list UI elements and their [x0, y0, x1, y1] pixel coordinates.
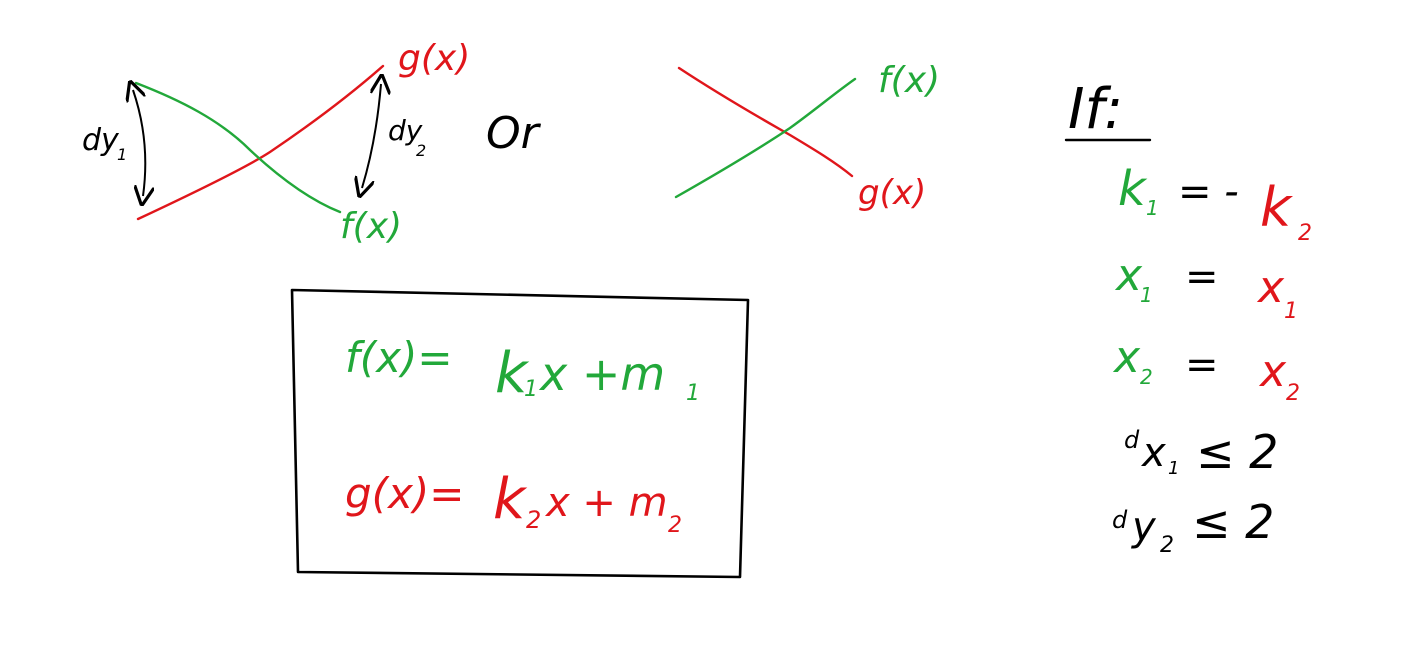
cond-eq-neg: = -: [1178, 169, 1239, 215]
f-equation-k-sub: 1: [524, 377, 538, 402]
left-sketch: dy 1 dy 2 g(x) f(x): [82, 38, 470, 247]
cond-dy2-sub: 2: [1160, 533, 1174, 558]
g-equation-k-sub: 2: [526, 506, 541, 534]
dy2-arrow: [362, 84, 381, 188]
dy2-label: dy: [388, 114, 423, 147]
cond-k2: k: [1260, 176, 1294, 239]
cond-x1-right-sub: 1: [1284, 299, 1298, 324]
right-f-line: [674, 77, 857, 199]
left-f-line: [134, 81, 342, 214]
cond-eq1: =: [1185, 254, 1219, 300]
dy1-subscript: 1: [117, 145, 127, 164]
f-equation-rest: x +m: [538, 347, 665, 401]
cond-k1: k: [1118, 161, 1148, 217]
cond-x2-left-sub: 2: [1140, 365, 1153, 389]
cond-dx1-x: x: [1140, 430, 1166, 476]
dy2-subscript: 2: [416, 141, 426, 160]
cond-x2-right: x: [1258, 346, 1287, 397]
or-separator: Or: [486, 108, 542, 159]
cond-k2-sub: 2: [1298, 221, 1312, 246]
g-equation-rest: x + m: [544, 480, 668, 526]
equations-box-border: [290, 288, 750, 579]
conditions-header: If:: [1068, 77, 1123, 142]
left-f-label: f(x): [340, 206, 402, 247]
cond-dy2-y: y: [1131, 504, 1157, 550]
right-g-label: g(x): [858, 173, 926, 213]
left-g-label: g(x): [398, 38, 470, 79]
g-equation-lhs: g(x)=: [345, 469, 464, 518]
g-equation-m-sub: 2: [668, 513, 682, 538]
right-sketch: f(x) g(x): [674, 60, 940, 213]
cond-dx1-d: d: [1124, 426, 1140, 454]
cond-k1-sub: 1: [1146, 196, 1159, 220]
f-equation-k: k: [495, 341, 530, 406]
cond-x1-left: x: [1114, 250, 1143, 301]
cond-x2-left: x: [1112, 332, 1141, 383]
g-equation-k: k: [493, 467, 528, 532]
dy1-label: dy: [82, 123, 120, 158]
cond-dy2-cmp: ≤ 2: [1192, 495, 1274, 549]
equations-box: f(x)= k 1 x +m 1 g(x)= k 2 x + m 2: [290, 288, 750, 579]
dy1-arrow: [133, 90, 145, 196]
f-equation-m-sub: 1: [686, 381, 700, 406]
cond-eq2: =: [1185, 342, 1219, 388]
right-f-label: f(x): [878, 60, 940, 101]
cond-dy2-d: d: [1112, 506, 1128, 534]
right-g-line: [677, 66, 854, 178]
cond-x2-right-sub: 2: [1286, 381, 1300, 406]
cond-x1-right: x: [1256, 262, 1285, 313]
conditions-list: If: k 1 = - k 2 x 1 = x 1 x 2 = x 2 d x …: [1064, 77, 1312, 558]
cond-x1-left-sub: 1: [1140, 283, 1153, 307]
cond-dx1-sub: 1: [1168, 458, 1179, 479]
cond-dx1-cmp: ≤ 2: [1196, 425, 1278, 479]
f-equation-lhs: f(x)=: [345, 333, 453, 382]
left-g-line: [136, 64, 385, 221]
